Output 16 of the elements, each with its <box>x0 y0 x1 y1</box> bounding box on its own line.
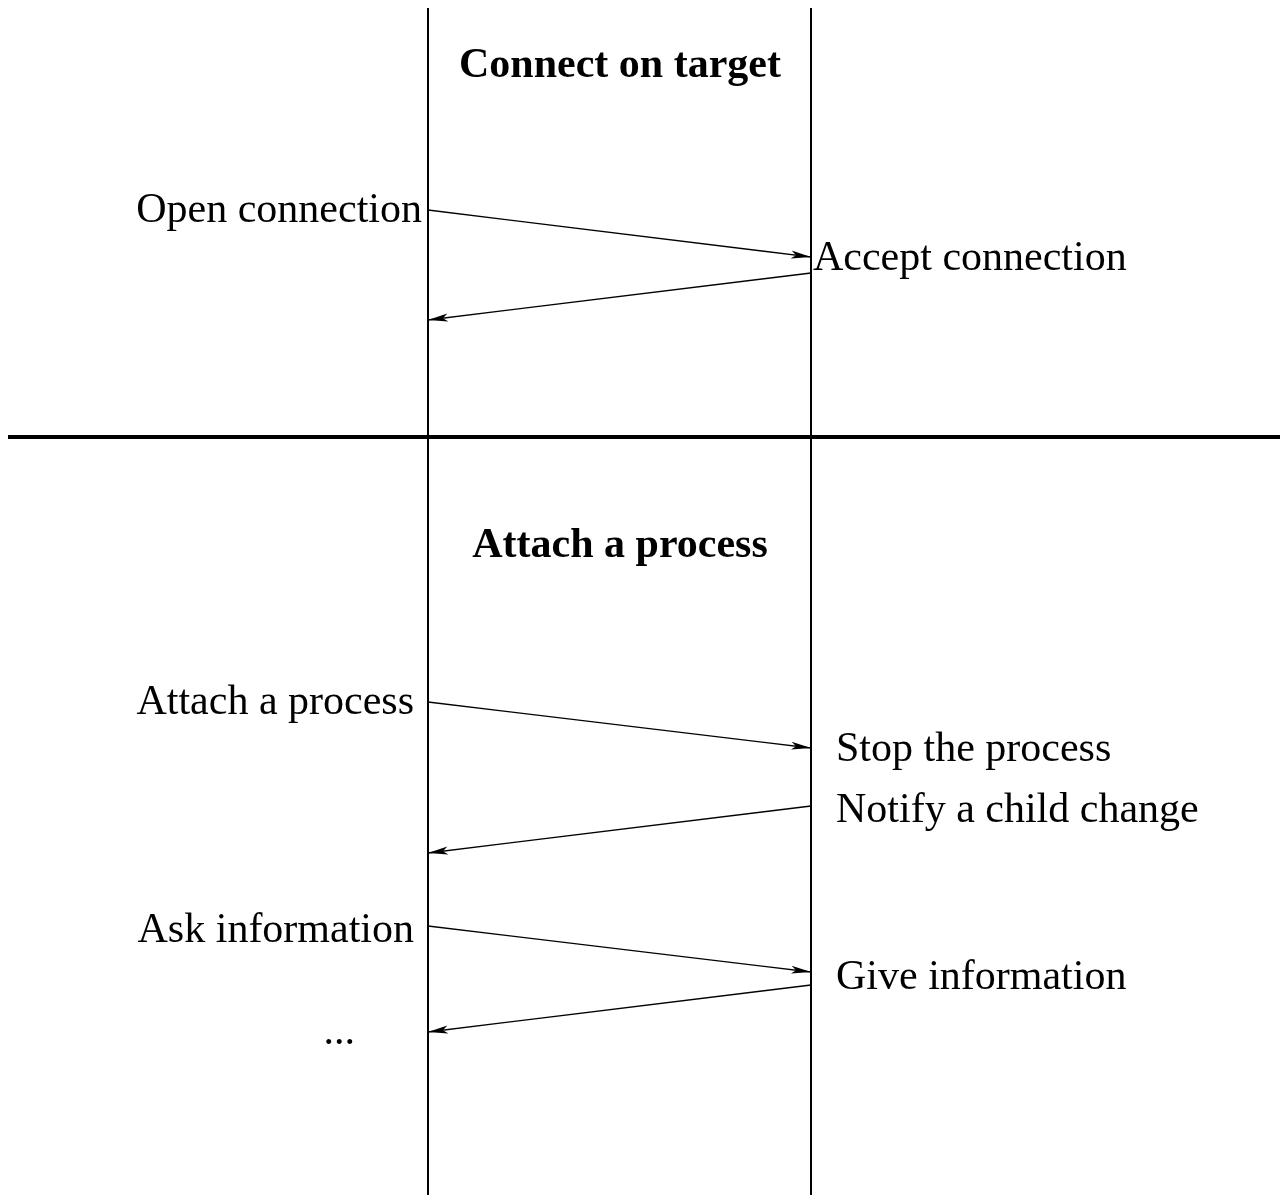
message-label: Give information <box>836 953 1127 997</box>
message-label: Stop the process <box>836 725 1112 769</box>
message-label: Ask information <box>137 906 414 950</box>
message-arrow <box>427 209 812 259</box>
message-label: Attach a process <box>136 678 414 722</box>
message-arrow <box>427 925 812 974</box>
section-heading: Connect on target <box>459 41 781 85</box>
message-label: Accept connection <box>813 234 1127 278</box>
message-label: Notify a child change <box>836 786 1199 830</box>
section-heading: Attach a process <box>472 521 768 565</box>
message-arrow <box>427 701 812 750</box>
message-label: Open connection <box>136 186 422 230</box>
message-arrow <box>427 984 812 1034</box>
message-label: ... <box>323 1008 355 1052</box>
message-arrow <box>427 805 812 855</box>
message-arrow <box>427 272 812 322</box>
